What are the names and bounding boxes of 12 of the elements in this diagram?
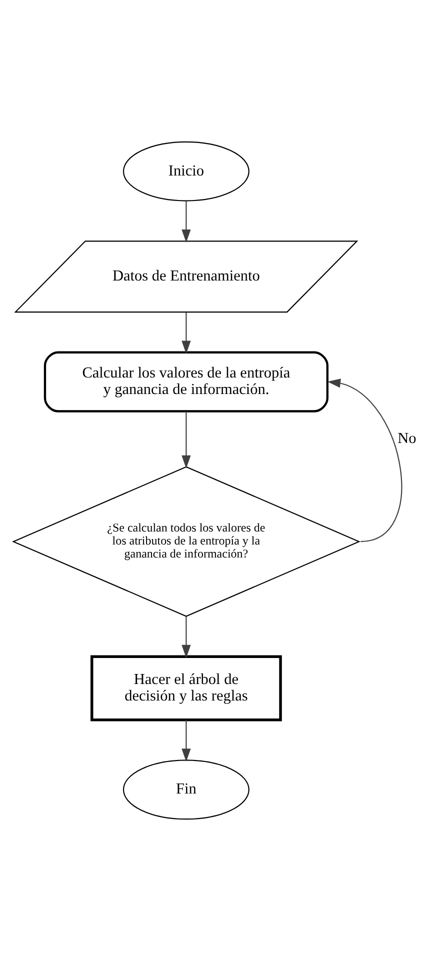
- arrow: [326, 378, 402, 542]
- arrow: [181, 312, 190, 354]
- node-box: Hacer el árbol de decisión y las reglas: [90, 655, 282, 722]
- edge-label: No: [397, 430, 416, 448]
- node-box: Calcular los valores de la entropía y ganancia de información.: [43, 351, 328, 412]
- node-diamond: ¿Se calculan todos los valores de los atributos de la entropía y la ganancia de información?: [11, 466, 360, 617]
- arrow: [181, 616, 190, 658]
- node-ellipse: Fin: [122, 760, 249, 820]
- arrow: [181, 720, 190, 762]
- node-ellipse: Inicio: [122, 141, 249, 202]
- arrow: [181, 411, 190, 469]
- arrow: [181, 200, 190, 243]
